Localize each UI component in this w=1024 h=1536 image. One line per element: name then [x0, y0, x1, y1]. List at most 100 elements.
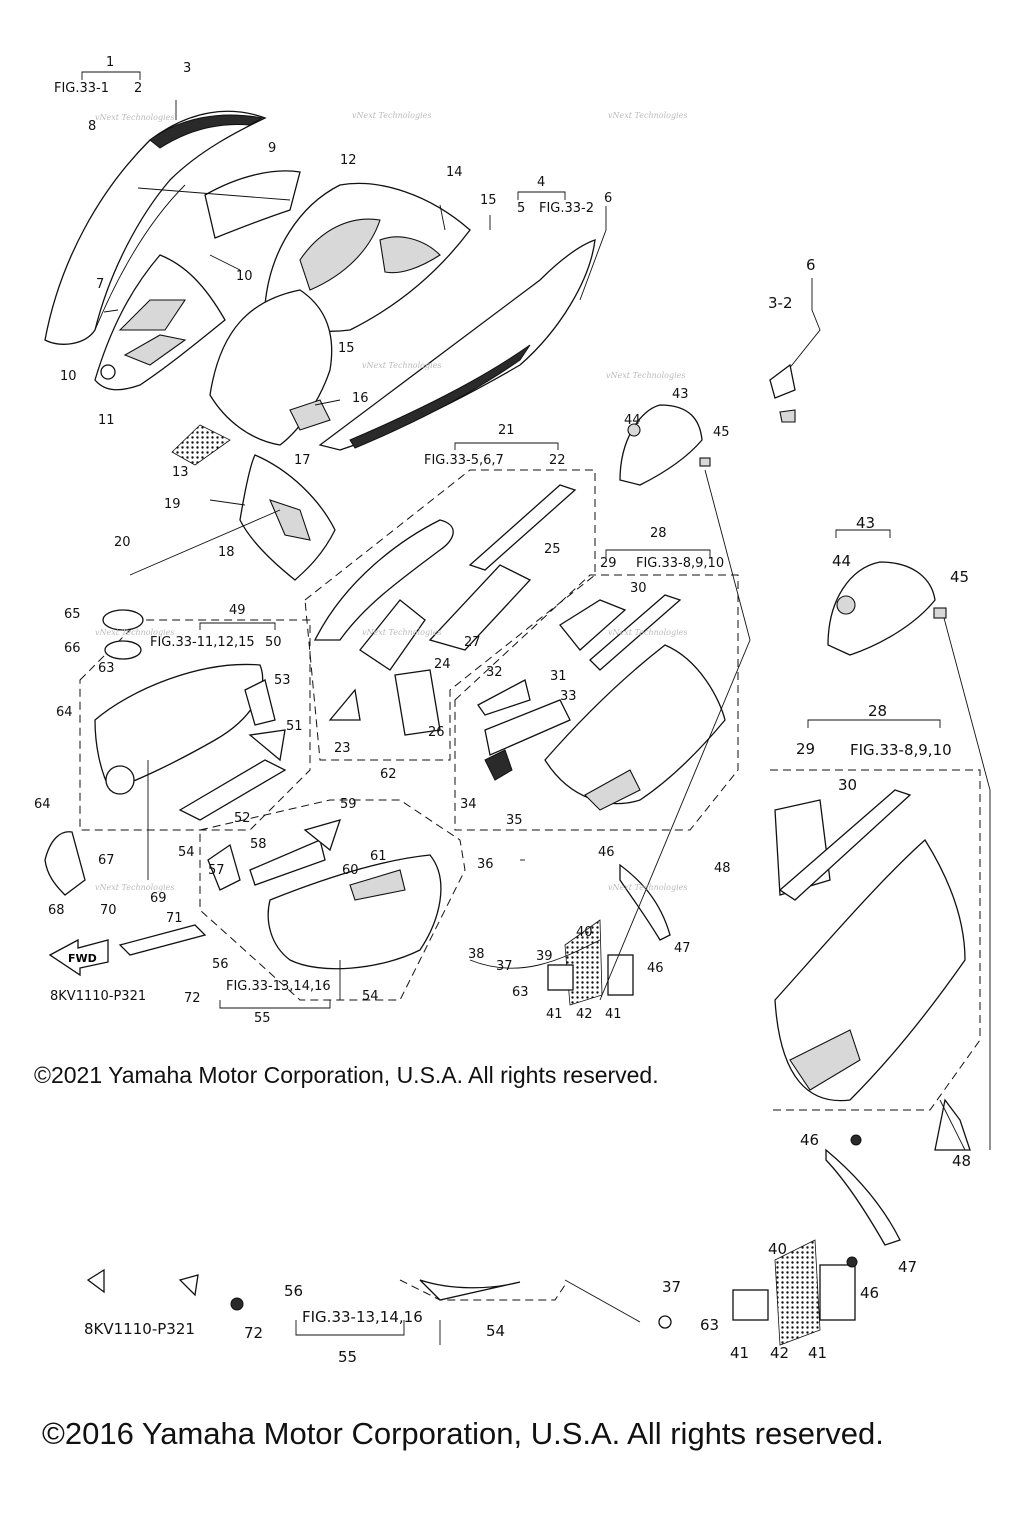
svg-text:FIG.33-11,12,15: FIG.33-11,12,15	[150, 635, 255, 650]
svg-text:54: 54	[178, 845, 195, 860]
svg-text:30: 30	[838, 776, 857, 794]
copyright-notice-2016: ©2016 Yamaha Motor Corporation, U.S.A. A…	[42, 1416, 884, 1451]
svg-text:vNext Technologies: vNext Technologies	[608, 111, 687, 120]
svg-text:22: 22	[549, 453, 566, 468]
group-55-parts	[207, 819, 442, 970]
zoom-lower-right-parts: 46 48 40 47 46 37 63 41 42 41	[564, 1098, 971, 1362]
svg-text:41: 41	[730, 1344, 749, 1362]
svg-text:20: 20	[114, 535, 131, 550]
svg-text:61: 61	[370, 849, 387, 864]
svg-text:36: 36	[477, 857, 494, 872]
svg-text:39: 39	[536, 949, 553, 964]
svg-text:vNext Technologies: vNext Technologies	[95, 883, 174, 892]
svg-text:44: 44	[624, 413, 641, 428]
svg-text:45: 45	[950, 568, 969, 586]
svg-text:29: 29	[600, 556, 617, 571]
svg-text:28: 28	[650, 526, 667, 541]
svg-text:FIG.33-8,9,10: FIG.33-8,9,10	[636, 556, 724, 571]
svg-text:1: 1	[106, 55, 114, 70]
svg-text:43: 43	[856, 514, 875, 532]
svg-text:41: 41	[808, 1344, 827, 1362]
svg-text:44: 44	[832, 552, 851, 570]
svg-text:FIG.33-5,6,7: FIG.33-5,6,7	[424, 453, 504, 468]
svg-text:6: 6	[604, 191, 612, 206]
group-21-parts	[313, 484, 577, 736]
zoom-part-6: 6 3-2	[768, 256, 821, 423]
svg-text:vNext Technologies: vNext Technologies	[95, 628, 174, 637]
svg-text:FIG.33-1: FIG.33-1	[54, 81, 109, 96]
part-nose-cowl	[44, 110, 267, 345]
part-side-panel	[318, 239, 596, 451]
svg-text:38: 38	[468, 947, 485, 962]
group-box-55	[199, 799, 466, 1001]
svg-text:45: 45	[713, 425, 730, 440]
svg-text:14: 14	[446, 165, 463, 180]
svg-text:35: 35	[506, 813, 523, 828]
svg-text:10: 10	[236, 269, 253, 284]
svg-text:46: 46	[598, 845, 615, 860]
svg-text:54: 54	[362, 989, 379, 1004]
svg-text:32: 32	[486, 665, 503, 680]
svg-text:63: 63	[700, 1316, 719, 1334]
svg-text:vNext Technologies: vNext Technologies	[606, 371, 685, 380]
part-lower-body	[171, 289, 333, 466]
svg-text:58: 58	[250, 837, 267, 852]
svg-text:37: 37	[662, 1278, 681, 1296]
svg-text:4: 4	[537, 175, 545, 190]
part-68	[44, 831, 86, 896]
svg-text:55: 55	[254, 1011, 271, 1026]
svg-text:57: 57	[208, 863, 225, 878]
svg-text:19: 19	[164, 497, 181, 512]
svg-text:vNext Technologies: vNext Technologies	[608, 883, 687, 892]
svg-text:46: 46	[860, 1284, 879, 1302]
group-box-28	[454, 574, 739, 831]
svg-text:51: 51	[286, 719, 303, 734]
svg-text:8: 8	[88, 119, 96, 134]
svg-text:42: 42	[576, 1007, 593, 1022]
svg-text:13: 13	[172, 465, 189, 480]
svg-text:63: 63	[98, 661, 115, 676]
part-inner-cowl	[94, 254, 226, 391]
svg-text:40: 40	[768, 1240, 787, 1258]
svg-text:7: 7	[96, 277, 104, 292]
part-47-42-41	[547, 863, 671, 1006]
svg-text:16: 16	[352, 391, 369, 406]
svg-text:6: 6	[806, 256, 816, 274]
zoom-lower-left-parts: 8KV1110-P321 72 56 FIG.33-13,14,16 55 54	[84, 1268, 566, 1366]
copyright-notice-2021: ©2021 Yamaha Motor Corporation, U.S.A. A…	[34, 1062, 659, 1088]
fig-ref-labels-main: FIG.33-1 FIG.33-2 FIG.33-5,6,7 FIG.33-8,…	[50, 81, 724, 1004]
svg-text:49: 49	[229, 603, 246, 618]
svg-text:25: 25	[544, 542, 561, 557]
svg-text:8KV1110-P321: 8KV1110-P321	[50, 989, 146, 1004]
svg-text:66: 66	[64, 641, 81, 656]
svg-text:17: 17	[294, 453, 311, 468]
svg-text:53: 53	[274, 673, 291, 688]
svg-text:43: 43	[672, 387, 689, 402]
svg-text:FIG.33-13,14,16: FIG.33-13,14,16	[302, 1308, 423, 1326]
svg-text:65: 65	[64, 607, 81, 622]
part-69	[118, 924, 207, 956]
svg-text:12: 12	[340, 153, 357, 168]
part-9-panel	[204, 170, 301, 239]
svg-text:56: 56	[212, 957, 229, 972]
svg-text:42: 42	[770, 1344, 789, 1362]
svg-text:24: 24	[434, 657, 451, 672]
svg-text:50: 50	[265, 635, 282, 650]
svg-text:64: 64	[56, 705, 73, 720]
svg-text:26: 26	[428, 725, 445, 740]
fwd-arrow-icon: FWD	[48, 938, 109, 977]
svg-text:18: 18	[218, 545, 235, 560]
svg-text:8KV1110-P321: 8KV1110-P321	[84, 1320, 195, 1338]
svg-text:41: 41	[546, 1007, 563, 1022]
svg-text:72: 72	[184, 991, 201, 1006]
leader-lines	[103, 100, 751, 1001]
svg-text:52: 52	[234, 811, 251, 826]
svg-text:47: 47	[898, 1258, 917, 1276]
svg-text:23: 23	[334, 741, 351, 756]
svg-text:9: 9	[268, 141, 276, 156]
svg-text:vNext Technologies: vNext Technologies	[362, 361, 441, 370]
svg-text:FIG.33-8,9,10: FIG.33-8,9,10	[850, 741, 952, 759]
svg-text:71: 71	[166, 911, 183, 926]
zoom-part-43: 43 44 45	[827, 514, 991, 1150]
svg-text:21: 21	[498, 423, 515, 438]
